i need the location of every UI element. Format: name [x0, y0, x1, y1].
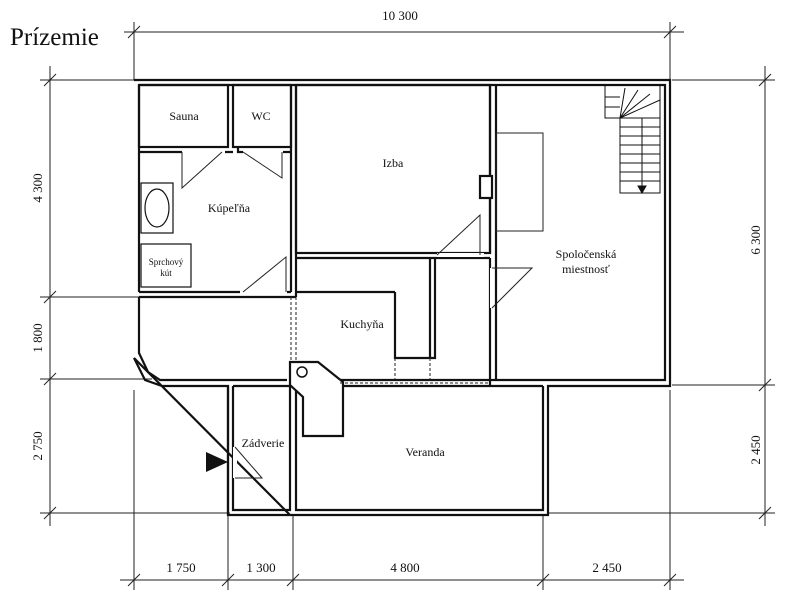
- floor-plan-title: Prízemie: [10, 24, 99, 51]
- room-kuchyna: Kuchyňa: [340, 317, 384, 331]
- staircase-icon: [604, 85, 661, 195]
- dim-right-top: 6 300: [748, 225, 763, 254]
- shower-tray: [140, 243, 192, 288]
- room-sprchovy-line1: Sprchový: [149, 257, 184, 267]
- dimension-lines: [40, 22, 775, 590]
- dim-left-bottom: 2 750: [30, 431, 45, 460]
- dim-left-mid: 1 800: [30, 323, 45, 352]
- room-wc: WC: [251, 109, 270, 123]
- dim-bottom-3: 4 800: [390, 560, 419, 575]
- stove-icon: [296, 366, 308, 378]
- walls: [133, 78, 672, 517]
- doors: [181, 151, 534, 479]
- dimension-labels: 10 300 4 300 1 800 2 750 6 300 2 450 1 7…: [30, 8, 763, 575]
- room-veranda: Veranda: [405, 445, 445, 459]
- dim-left-top: 4 300: [30, 173, 45, 202]
- bathtub-icon: [140, 182, 174, 234]
- room-kupelna: Kúpeľňa: [208, 201, 251, 215]
- room-sprchovy-line2: kút: [160, 268, 172, 278]
- room-labels: Sauna WC Izba Kúpeľňa Sprchový kút Spolo…: [149, 109, 617, 459]
- room-sauna: Sauna: [169, 109, 199, 123]
- room-spolocenska-line1: Spoločenská: [556, 247, 617, 261]
- sauna-walls: [137, 83, 230, 149]
- room-izba: Izba: [383, 156, 404, 170]
- sofa-outline: [495, 132, 544, 232]
- kitchen-counter: [288, 360, 345, 438]
- dim-bottom-1: 1 750: [166, 560, 195, 575]
- room-zadverie: Zádverie: [242, 436, 285, 450]
- entrance-arrow-icon: [206, 452, 228, 472]
- room-spolocenska-line2: miestnosť: [562, 262, 610, 276]
- dim-top: 10 300: [382, 8, 418, 23]
- dim-bottom-4: 2 450: [592, 560, 621, 575]
- open-passages: [290, 297, 490, 384]
- dim-bottom-2: 1 300: [246, 560, 275, 575]
- dim-right-bottom: 2 450: [748, 435, 763, 464]
